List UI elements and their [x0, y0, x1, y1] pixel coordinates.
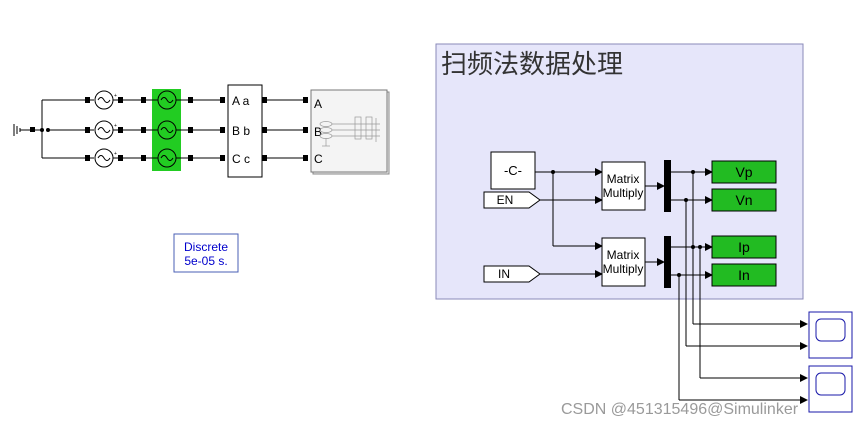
breaker-label-b: B b	[232, 124, 250, 138]
constant-value: -C-	[504, 163, 522, 178]
goto-vp-block[interactable]: Vp	[711, 160, 777, 184]
svg-text:+: +	[114, 93, 117, 99]
source-to-breaker-wires	[193, 99, 220, 159]
goto-vn-block[interactable]: Vn	[711, 188, 777, 212]
goto-ip-label: Ip	[738, 239, 750, 255]
demux-bar-voltage[interactable]	[664, 160, 671, 212]
source-interconnect-wires	[123, 99, 141, 159]
matrix-1-label-line1: Matrix	[607, 172, 640, 186]
junction-dot	[698, 245, 702, 249]
breaker-label-c: C c	[232, 152, 250, 166]
ac-source-b[interactable]: +	[85, 120, 123, 140]
matrix-input-wires	[535, 168, 603, 278]
goto-in-block[interactable]: In	[711, 263, 777, 287]
scope-screen-icon	[815, 318, 846, 342]
scope-current[interactable]	[808, 365, 853, 413]
breaker-label-a: A a	[232, 94, 250, 108]
goto-vn-label: Vn	[735, 192, 752, 208]
solver-type: Discrete	[184, 240, 228, 254]
load-label-a: A	[314, 97, 322, 111]
ground-icon	[13, 124, 30, 136]
breaker-to-load-wires	[267, 99, 303, 159]
matrix-multiply-block-1[interactable]: Matrix Multiply	[601, 161, 646, 211]
three-phase-load-block[interactable]: A B C	[303, 89, 390, 175]
scope-feed-wires	[678, 172, 808, 404]
scope-screen-icon	[815, 372, 846, 396]
ac-source-column-1[interactable]: + + +	[85, 90, 123, 168]
watermark-text: CSDN @451315496@Simulinker	[561, 401, 799, 418]
ac-source-a[interactable]: +	[85, 90, 123, 110]
matrix-to-demux-wires	[645, 182, 665, 266]
load-schematic-icon	[319, 116, 380, 147]
three-phase-breaker-block[interactable]: A a B b C c	[220, 84, 267, 178]
load-label-b: B	[314, 125, 322, 139]
ac-source-column-2[interactable]	[141, 89, 193, 171]
load-label-c: C	[314, 152, 323, 166]
ac-source-c[interactable]: +	[85, 148, 123, 168]
scope-voltage[interactable]	[808, 311, 853, 359]
from-in-block[interactable]: IN	[483, 265, 541, 283]
from-en-block[interactable]: EN	[483, 191, 541, 209]
goto-ip-block[interactable]: Ip	[711, 235, 777, 259]
ground-port	[30, 127, 35, 132]
matrix-1-label-line2: Multiply	[603, 186, 644, 200]
subsystem-title: 扫频法数据处理	[441, 50, 623, 80]
solver-step: 5e-05 s.	[184, 254, 227, 268]
matrix-multiply-block-2[interactable]: Matrix Multiply	[601, 237, 646, 287]
from-en-label: EN	[497, 193, 514, 207]
powergui-solver-block[interactable]: Discrete 5e-05 s.	[173, 233, 239, 273]
matrix-2-label-line1: Matrix	[607, 248, 640, 262]
svg-text:+: +	[114, 123, 117, 129]
junction-dot	[551, 170, 555, 174]
matrix-2-label-line2: Multiply	[603, 262, 644, 276]
svg-text:+: +	[114, 151, 117, 157]
constant-block[interactable]: -C-	[490, 151, 536, 190]
goto-in-label: In	[738, 267, 750, 283]
from-in-label: IN	[498, 267, 510, 281]
neutral-wires	[41, 99, 85, 159]
goto-vp-label: Vp	[735, 164, 752, 180]
demux-bar-current[interactable]	[664, 236, 671, 288]
